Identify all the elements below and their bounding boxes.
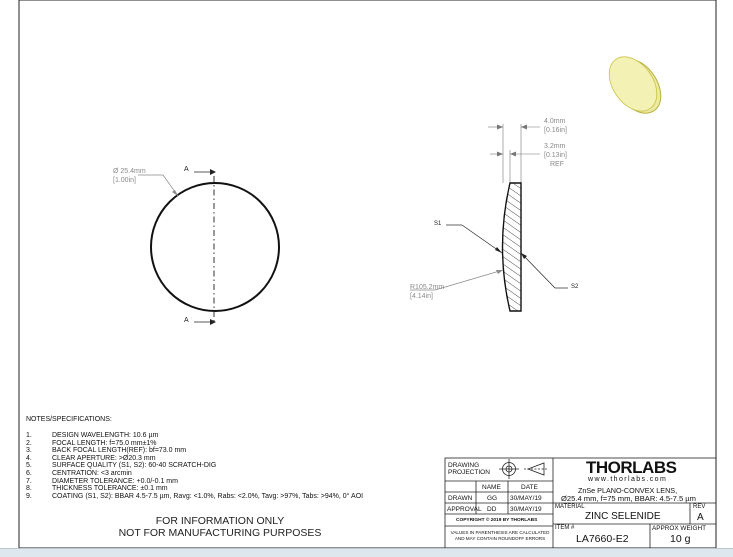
radius-arrow-icon (496, 270, 503, 274)
note-item: 9. COATING (S1, S2): BBAR 4.5-7.5 µm, Rav… (26, 493, 363, 501)
radius-dim-in: [4.14in] (410, 293, 433, 300)
note-number: 9. (26, 492, 32, 500)
note-item: 8. THICKNESS TOLERANCE: ±0.1 mm (26, 485, 363, 493)
col-date: DATE (521, 484, 538, 491)
note-item: 7. DIAMETER TOLERANCE: +0.0/-0.1 mm (26, 478, 363, 486)
dim-arrow-icon (497, 151, 503, 157)
note-text: CLEAR APERTURE: >Ø20.3 mm (52, 454, 156, 462)
rev-label: REV (693, 504, 706, 510)
note-number: 4. (26, 454, 32, 462)
diameter-dim-in: [1.00in] (113, 177, 136, 184)
values-note: VALUES IN PARENTHESIS ARE CALCULATED AND… (450, 530, 550, 541)
note-text: DIAMETER TOLERANCE: +0.0/-0.1 mm (52, 477, 178, 485)
item-label: ITEM # (555, 525, 575, 531)
row-drawn-date: 30/MAY/19 (510, 495, 542, 502)
row-approval-date: 30/MAY/19 (510, 506, 542, 513)
weight-value: 10 g (670, 533, 691, 545)
s1-arrow-icon (495, 247, 502, 253)
notes-list: 1. DESIGN WAVELENGTH: 10.6 µm 2. FOCAL LENG… (26, 432, 363, 500)
lens-3d-thumbnail (608, 56, 662, 114)
row-approval-name: DD (487, 506, 497, 513)
note-text: SURFACE QUALITY (S1, S2): 60-40 SCRATCH-… (52, 462, 217, 470)
notes-title: NOTES/SPECIFICATIONS: (26, 416, 112, 423)
note-number: 6. (26, 469, 32, 477)
note-number: 2. (26, 439, 32, 447)
material-value: ZINC SELENIDE (585, 511, 661, 522)
copyright: COPYRIGHT © 2019 BY THORLABS (456, 518, 538, 523)
row-approval-label: APPROVAL (447, 506, 482, 513)
section-label-top: A (184, 166, 189, 173)
diameter-arrow-icon (172, 190, 178, 196)
edge-dim-ref: REF (550, 161, 564, 168)
weight-label: APPROX WEIGHT (652, 525, 706, 532)
note-text: CENTRATION: <3 arcmin (52, 469, 132, 477)
section-label-bottom: A (184, 317, 189, 324)
row-drawn-name: GG (487, 495, 498, 502)
edge-dim-in: [0.13in] (544, 152, 567, 159)
surface-label-s1: S1 (434, 221, 442, 227)
disclaimer: FOR INFORMATION ONLY NOT FOR MANUFACTURI… (100, 515, 340, 539)
note-item: 2. FOCAL LENGTH: f=75.0 mm±1% (26, 440, 363, 448)
note-number: 8. (26, 485, 32, 493)
note-item: 6. CENTRATION: <3 arcmin (26, 470, 363, 478)
note-number: 1. (26, 432, 32, 439)
note-number: 5. (26, 462, 32, 470)
note-item: 5. SURFACE QUALITY (S1, S2): 60-40 SCRATC… (26, 462, 363, 470)
dim-arrow-icon (521, 124, 527, 130)
disclaimer-line-2: NOT FOR MANUFACTURING PURPOSES (118, 527, 322, 539)
thickness-dim-mm: 4.0mm (544, 118, 566, 125)
note-text: BACK FOCAL LENGTH(REF): bf=73.0 mm (52, 447, 187, 455)
note-item: 4. CLEAR APERTURE: >Ø20.3 mm (26, 455, 363, 463)
description-line-2: Ø25.4 mm, f=75 mm, BBAR: 4.5-7.5 µm (561, 494, 696, 503)
section-arrow-bottom-icon (210, 319, 216, 325)
projection-label: DRAWING PROJECTION (448, 462, 490, 476)
lens-cross-section (501, 182, 522, 312)
note-number: 7. (26, 477, 32, 485)
description-line-1: ZnSe PLANO-CONVEX LENS, (578, 486, 678, 495)
note-item: 1. DESIGN WAVELENGTH: 10.6 µm (26, 432, 363, 440)
window-bottom-band (0, 548, 733, 557)
dim-arrow-icon (497, 124, 503, 130)
note-text: FOCAL LENGTH: f=75.0 mm±1% (52, 439, 157, 447)
s2-leader (520, 252, 556, 289)
note-text: COATING (S1, S2): BBAR 4.5-7.5 µm, Ravg:… (52, 492, 364, 500)
dim-arrow-icon (510, 151, 516, 157)
col-name: NAME (482, 484, 501, 491)
s2-arrow-icon (521, 253, 527, 259)
diameter-dim-mm: Ø 25.4mm (113, 168, 146, 175)
row-drawn-label: DRAWN (448, 495, 473, 502)
material-label: MATERIAL (555, 504, 585, 510)
item-value: LA7660-E2 (576, 533, 629, 545)
radius-dim-mm: R105.2mm (410, 284, 445, 291)
note-item: 3. BACK FOCAL LENGTH(REF): bf=73.0 mm (26, 447, 363, 455)
lens-front-circle (150, 182, 280, 312)
edge-dim-mm: 3.2mm (544, 143, 566, 150)
note-text: THICKNESS TOLERANCE: ±0.1 mm (52, 485, 168, 493)
disclaimer-line-1: FOR INFORMATION ONLY (155, 515, 285, 527)
thickness-dim-in: [0.16in] (544, 127, 567, 134)
website: www.thorlabs.com (588, 476, 668, 483)
rev-value: A (697, 512, 704, 523)
projection-symbol-icon (499, 459, 548, 479)
section-arrow-top-icon (210, 169, 216, 175)
note-number: 3. (26, 447, 32, 455)
surface-label-s2: S2 (571, 284, 579, 290)
thorlabs-logo: THORLABS (586, 458, 677, 477)
note-text: DESIGN WAVELENGTH: 10.6 µm (52, 432, 159, 439)
